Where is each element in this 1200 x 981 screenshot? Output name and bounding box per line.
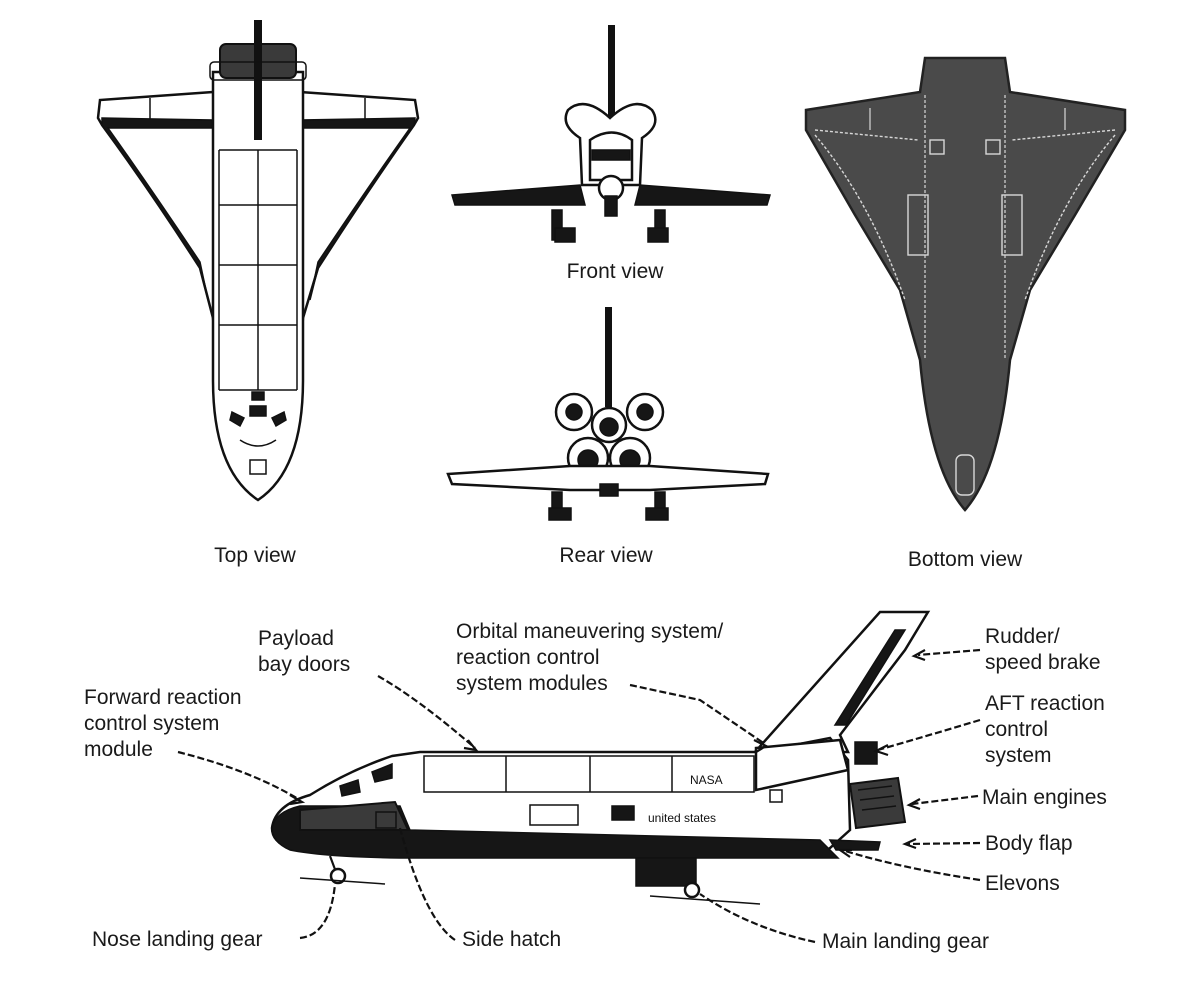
rear-view-caption: Rear view	[559, 544, 653, 567]
label-payload-bay-doors: Payload bay doors	[258, 627, 350, 676]
label-main-gear: Main landing gear	[822, 930, 989, 953]
label-rudder: Rudder/ speed brake	[985, 625, 1101, 674]
rear-view-drawing	[446, 307, 770, 521]
label-forward-rcs: Forward reaction control system module	[84, 686, 247, 761]
bottom-view-caption: Bottom view	[908, 548, 1023, 571]
leader-lines	[177, 648, 981, 944]
label-main-engines: Main engines	[982, 786, 1107, 809]
callout-labels: Payload bay doors Orbital maneuvering sy…	[84, 620, 1111, 953]
usa-marking: united states	[648, 811, 716, 825]
nasa-marking: NASA	[690, 773, 723, 787]
front-view-drawing	[451, 25, 771, 243]
label-aft-rcs: AFT reaction control system	[985, 692, 1111, 767]
bottom-view-drawing	[804, 56, 1127, 512]
label-elevons: Elevons	[985, 872, 1060, 895]
top-view-caption: Top view	[214, 544, 297, 567]
top-view-drawing	[96, 20, 420, 502]
front-view-caption: Front view	[567, 260, 665, 283]
label-oms-rcs: Orbital maneuvering system/ reaction con…	[456, 620, 729, 695]
label-nose-gear: Nose landing gear	[92, 928, 262, 951]
label-side-hatch: Side hatch	[462, 928, 561, 951]
side-view-drawing: NASA united states	[270, 610, 931, 905]
label-body-flap: Body flap	[985, 832, 1073, 855]
